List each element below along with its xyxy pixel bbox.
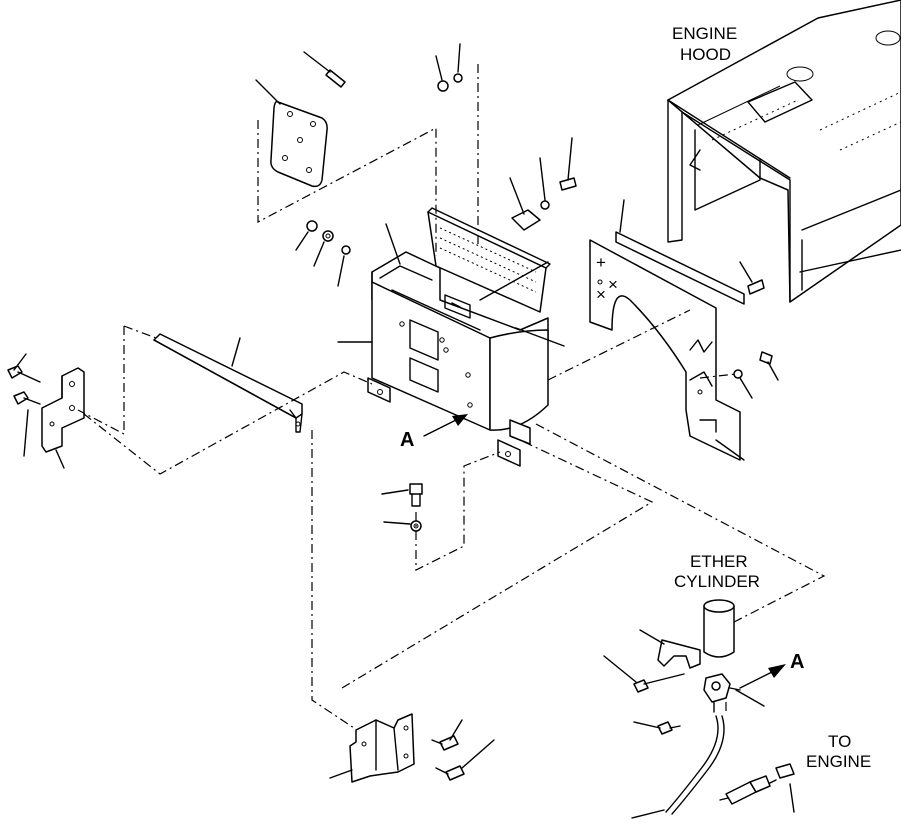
leader-lid-latch — [479, 261, 549, 301]
panel-washer — [733, 369, 753, 399]
rear-panel-strip — [615, 199, 745, 305]
left-bolt-1 — [7, 353, 41, 383]
assembly-lines — [77, 64, 826, 729]
cover-plate — [270, 100, 328, 188]
leader-lid — [385, 223, 401, 265]
battery-box-lid — [427, 207, 551, 313]
top-nut-2 — [453, 43, 463, 83]
lower-bracket — [349, 713, 415, 783]
view-a-label-left: A — [400, 429, 414, 451]
ether-hose — [665, 715, 725, 815]
support-bar — [153, 333, 303, 433]
panel-bolt-1 — [759, 351, 779, 381]
leader-support-bar — [231, 337, 241, 367]
left-bracket — [41, 367, 85, 453]
engine-hood-label-line1: ENGINE — [672, 24, 737, 43]
top-nut-1 — [435, 55, 449, 92]
view-a-label-right: A — [790, 651, 804, 673]
handle-screw — [559, 137, 577, 191]
cover-plate-bolt — [303, 51, 346, 88]
ether-cylinder — [703, 599, 735, 658]
strip-bolt — [739, 261, 765, 295]
valve-screw — [633, 721, 681, 735]
leader-box-side — [515, 327, 565, 347]
battery-box — [367, 251, 549, 467]
leader-ether-valve — [735, 689, 765, 707]
leader-rear-panel — [715, 439, 745, 461]
leader-cover-plate — [255, 79, 281, 105]
svg-text:×: × — [608, 275, 618, 294]
leader-left-bracket — [55, 449, 65, 469]
svg-text:×: × — [596, 285, 606, 304]
svg-text:+: + — [596, 253, 606, 272]
left-bolt-2 — [13, 391, 41, 457]
engine-nut — [775, 763, 795, 813]
mid-bolt — [381, 483, 423, 507]
lower-bolt-2 — [435, 739, 495, 781]
view-a-arrow-left — [423, 414, 468, 437]
ether-cylinder-label-line1: ETHER — [690, 552, 748, 571]
cylinder-clamp — [639, 629, 701, 669]
engine-fitting — [719, 775, 777, 805]
engine-hood-label-line2: HOOD — [680, 45, 731, 64]
ether-cylinder-label-line2: CYLINDER — [674, 572, 760, 591]
lid-handle — [509, 177, 541, 231]
leader-lower-bracket — [329, 769, 353, 779]
ether-valve — [703, 673, 741, 713]
to-engine-label-line1: TO — [828, 732, 851, 751]
box-bolt-set — [295, 220, 351, 287]
leader-ether-hose — [631, 809, 665, 819]
clamp-bolt — [603, 655, 685, 693]
engine-hood — [667, 0, 901, 303]
to-engine-label-line2: ENGINE — [806, 752, 871, 771]
rear-panel: + × × — [589, 239, 741, 461]
view-a-arrow-right — [739, 664, 786, 689]
lower-bolt-1 — [431, 719, 463, 751]
handle-bolt — [539, 157, 550, 210]
